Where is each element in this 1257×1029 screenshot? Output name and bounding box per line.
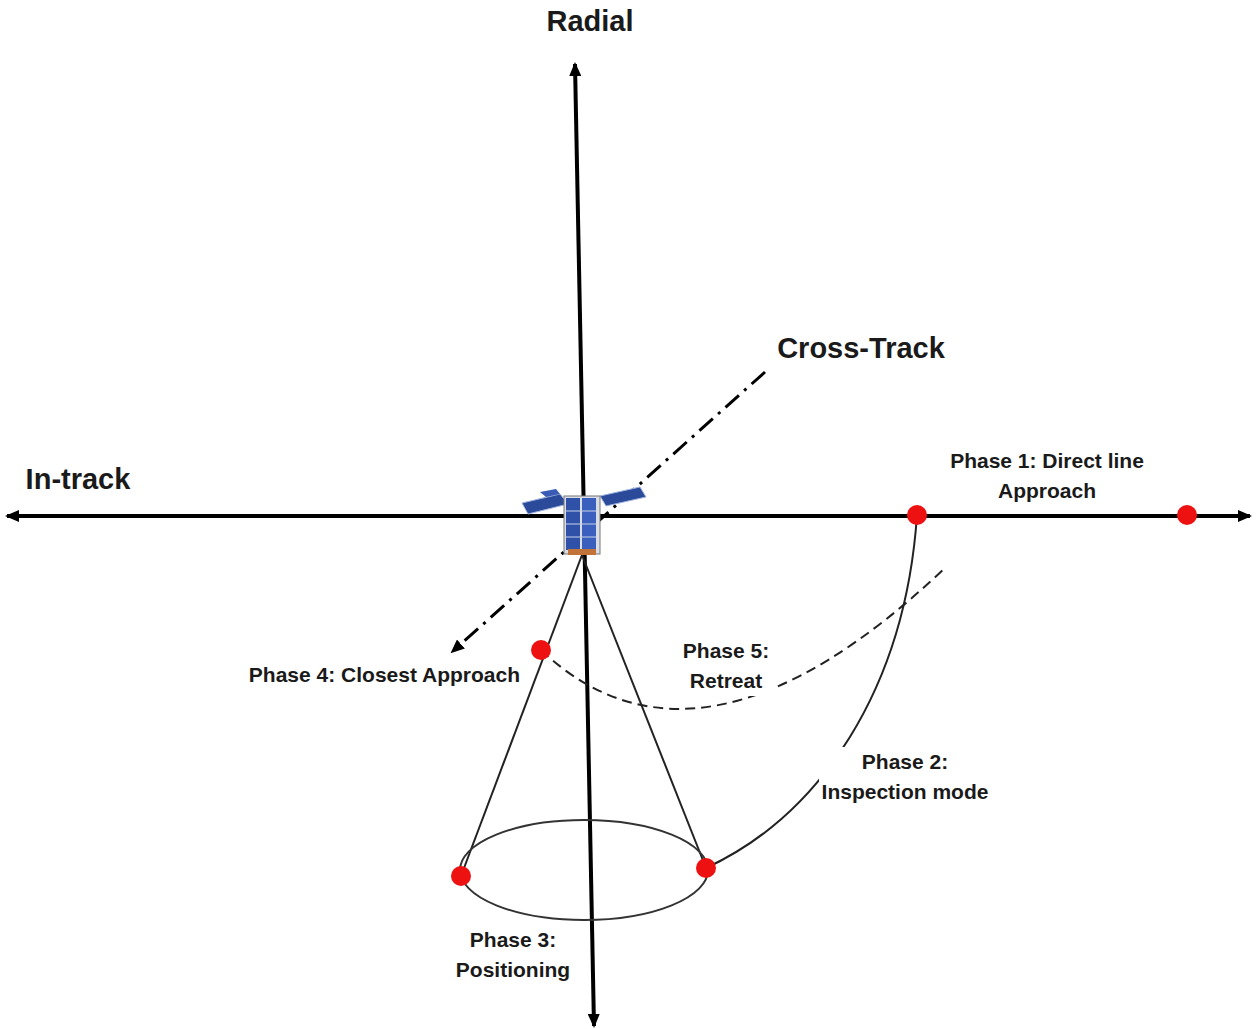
axis-label: Cross-Track <box>774 331 948 366</box>
axis-label: Radial <box>543 4 637 39</box>
phase-label: Phase 1: Direct line Approach <box>947 446 1147 506</box>
in-track-axis <box>150 514 1250 518</box>
retreat-path <box>541 568 945 709</box>
phase-label: Phase 5: Retreat <box>680 636 773 696</box>
positioning-orbit <box>460 820 708 920</box>
waypoint-dot <box>451 505 1197 886</box>
radial-axis <box>575 64 584 520</box>
radial-axis <box>584 520 594 1026</box>
cross-track-axis <box>452 372 765 652</box>
in-track-axis <box>7 514 150 518</box>
phase-label: Phase 4: Closest Approach <box>244 660 522 690</box>
satellite <box>522 487 646 555</box>
phase-label: Phase 3: Positioning <box>453 925 574 985</box>
axis-label: In-track <box>23 462 134 497</box>
phase-label: Phase 2: Inspection mode <box>819 747 992 807</box>
cone-line <box>461 555 582 876</box>
